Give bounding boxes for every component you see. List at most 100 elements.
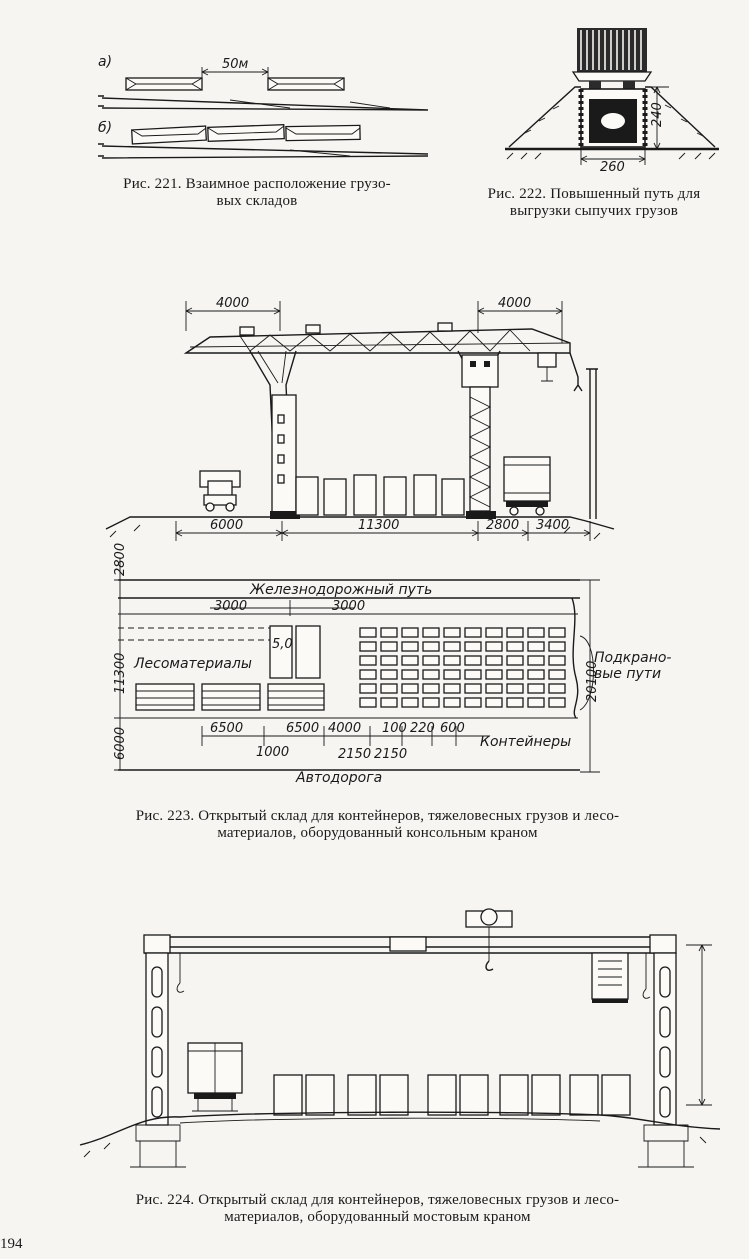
container-cell bbox=[443, 683, 461, 694]
container-cell bbox=[464, 627, 482, 638]
dim-plan-11300: 11300 bbox=[113, 653, 128, 694]
containers-224[interactable] bbox=[273, 1074, 631, 1116]
container-cell bbox=[485, 697, 503, 708]
container-box bbox=[379, 1074, 409, 1116]
container-cell bbox=[485, 683, 503, 694]
container-box bbox=[569, 1074, 599, 1116]
fig223-caption: Рис. 223. Открытый склад для контейнеров… bbox=[135, 808, 620, 841]
dim-220: 220 bbox=[410, 721, 435, 736]
container-cell bbox=[506, 669, 524, 680]
warehouse-b-2 bbox=[207, 124, 285, 142]
fig221-caption: Рис. 221. Взаимное расположение грузо- в… bbox=[123, 176, 391, 209]
crane-trolley bbox=[537, 352, 557, 382]
container-cell bbox=[485, 655, 503, 666]
container-cell bbox=[443, 655, 461, 666]
dim-5-0: 5,0 bbox=[272, 637, 293, 652]
container-box bbox=[347, 1074, 377, 1116]
dim-50m: 50м bbox=[222, 57, 249, 72]
container-box bbox=[531, 1074, 561, 1116]
container-cell bbox=[422, 627, 440, 638]
container-grid[interactable] bbox=[359, 627, 566, 708]
dim-plan-6000: 6000 bbox=[113, 727, 128, 760]
warehouse-a-1 bbox=[125, 77, 203, 91]
dim-2150-a: 2150 bbox=[338, 747, 371, 762]
container-cell bbox=[548, 697, 566, 708]
dim-span-11300: 11300 bbox=[358, 518, 399, 533]
container-box bbox=[499, 1074, 529, 1116]
container-cell bbox=[380, 655, 398, 666]
container-cell bbox=[506, 627, 524, 638]
container-cell bbox=[527, 669, 545, 680]
dim-span-3400: 3400 bbox=[536, 518, 569, 533]
dim-260: 260 bbox=[600, 160, 625, 175]
container-cell bbox=[548, 655, 566, 666]
containers-row bbox=[295, 474, 465, 516]
operator-cabin bbox=[591, 952, 629, 1003]
container-cell bbox=[527, 683, 545, 694]
container-cell bbox=[401, 697, 419, 708]
dim-3000-right: 3000 bbox=[332, 599, 365, 614]
dim-2150-b: 2150 bbox=[374, 747, 407, 762]
container-cell bbox=[401, 683, 419, 694]
warehouse-a-2 bbox=[267, 77, 345, 91]
container-cell bbox=[380, 669, 398, 680]
column-right bbox=[638, 952, 694, 1168]
truck-left bbox=[199, 470, 241, 512]
container-cell bbox=[485, 641, 503, 652]
container-cell bbox=[380, 641, 398, 652]
container-cell bbox=[548, 669, 566, 680]
crane-rails-label-1: Подкрано- bbox=[594, 650, 671, 666]
container-cell bbox=[464, 655, 482, 666]
container-cell bbox=[527, 627, 545, 638]
container-cell bbox=[527, 655, 545, 666]
dim-6500-a: 6500 bbox=[210, 721, 243, 736]
dim-600: 600 bbox=[440, 721, 465, 736]
road-label: Автодорога bbox=[295, 770, 382, 786]
container-cell bbox=[527, 697, 545, 708]
figure-223-elevation: 4000 4000 bbox=[105, 296, 615, 541]
warehouse-b-3 bbox=[285, 124, 361, 142]
bridge-trolley bbox=[465, 908, 513, 971]
gantry-truss bbox=[183, 322, 571, 354]
container-cell bbox=[359, 697, 377, 708]
container-cell bbox=[422, 683, 440, 694]
container-box bbox=[273, 1074, 303, 1116]
dim-span-6000: 6000 bbox=[210, 518, 243, 533]
container-cell bbox=[485, 669, 503, 680]
dim-240: 240 bbox=[650, 102, 665, 127]
rail-wagon bbox=[503, 456, 551, 516]
dim-console-right: 4000 bbox=[498, 296, 531, 311]
container-cell bbox=[464, 683, 482, 694]
container-box bbox=[601, 1074, 631, 1116]
container-cell bbox=[401, 669, 419, 680]
container-cell bbox=[422, 669, 440, 680]
container-cell bbox=[464, 697, 482, 708]
container-cell bbox=[359, 669, 377, 680]
container-cell bbox=[506, 655, 524, 666]
dim-span-2800: 2800 bbox=[486, 518, 519, 533]
dim-4000: 4000 bbox=[328, 721, 361, 736]
container-cell bbox=[443, 669, 461, 680]
container-cell bbox=[443, 641, 461, 652]
container-cell bbox=[380, 683, 398, 694]
dim-1000: 1000 bbox=[256, 745, 289, 760]
container-cell bbox=[506, 641, 524, 652]
label-a: а) bbox=[98, 54, 112, 70]
gantry-leg-right bbox=[457, 350, 501, 519]
fig222-caption: Рис. 222. Повышенный путь для выгрузки с… bbox=[487, 186, 701, 219]
container-cell bbox=[401, 641, 419, 652]
dim-plan-2800: 2800 bbox=[113, 543, 128, 576]
bridge-girder bbox=[143, 934, 677, 954]
container-cell bbox=[359, 655, 377, 666]
figure-222-drawing: 240 260 bbox=[505, 28, 719, 175]
container-box bbox=[305, 1074, 335, 1116]
fig224-caption: Рис. 224. Открытый склад для контейнеров… bbox=[135, 1192, 620, 1225]
container-cell bbox=[380, 697, 398, 708]
container-cell bbox=[548, 683, 566, 694]
timber-stacks bbox=[135, 683, 325, 711]
warehouse-b-1 bbox=[131, 125, 207, 145]
containers-label: Контейнеры bbox=[480, 734, 571, 750]
container-box bbox=[427, 1074, 457, 1116]
railway-label: Железнодорожный путь bbox=[249, 582, 432, 598]
container-cell bbox=[506, 683, 524, 694]
